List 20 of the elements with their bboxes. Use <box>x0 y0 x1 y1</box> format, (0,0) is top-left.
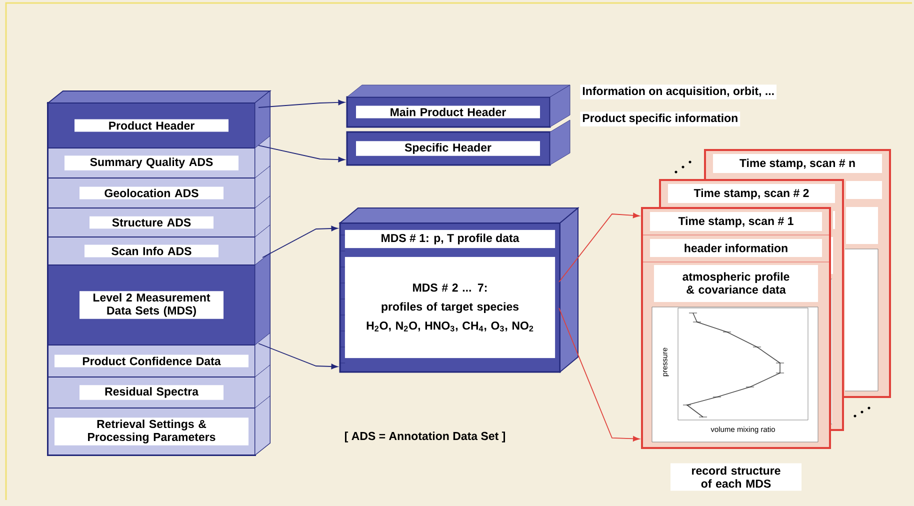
data-set-row: MDS # 1: p, T profile data <box>344 230 556 248</box>
data-set-row: MDS # 2 ... 7: profiles of target species H$_{2}$O, N$_{2}$O, HNO$_{3}$, CH$_{4}$, O$_{3}$, NO$_{2}$ <box>344 256 556 358</box>
header-box: Specific Header <box>346 120 570 166</box>
arrow <box>558 212 640 282</box>
caption-text: record structure of each MDS <box>670 463 802 491</box>
note-text: [ ADS = Annotation Data Set ] <box>344 432 505 442</box>
header-box: Main Product Header <box>346 84 570 128</box>
arrow <box>258 145 345 162</box>
stack-segment: Residual Spectra <box>48 364 270 408</box>
arrow <box>558 308 640 442</box>
annotation-text: Information on acquisition, orbit, ... <box>580 84 776 100</box>
stack-segment: Product Confidence Data <box>48 332 270 378</box>
arrow <box>258 343 338 370</box>
record-card: Time stamp, scan # n <box>704 149 891 180</box>
arrow <box>258 100 345 108</box>
record-card: Time stamp, scan # 2 <box>659 179 844 208</box>
arrow <box>262 226 338 258</box>
stack-segment: Summary Quality ADS <box>48 136 270 178</box>
annotation-text: Product specific information <box>580 112 740 126</box>
stack-segment: Product Header <box>48 90 270 148</box>
